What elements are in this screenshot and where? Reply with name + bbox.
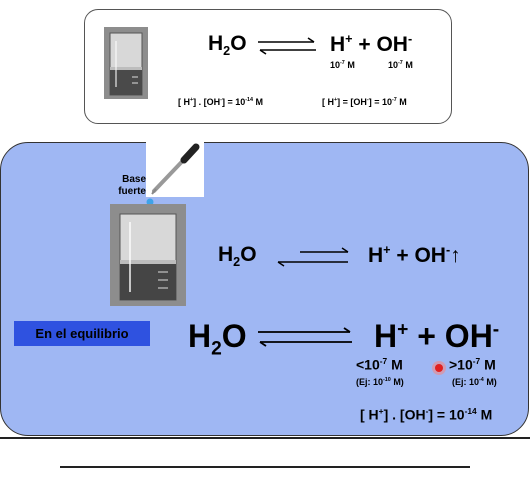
top-h-concentration: 10-7 M: [330, 60, 355, 70]
oh-concentration: >10-7 M: [449, 356, 496, 373]
strong-base-panel: [0, 142, 529, 436]
top-equation-right: H+ + OH-: [330, 32, 412, 57]
bottom-line: [60, 466, 470, 468]
ion-product: [ H+] . [OH-] = 10-14 M: [360, 406, 492, 423]
equilibrium-label: En el equilibrio: [14, 321, 150, 346]
shifted-equilibrium-arrows-icon: [276, 246, 352, 268]
top-ion-product: [ H+] . [OH-] = 10-14 M: [178, 97, 263, 107]
up-arrow-icon: ↑: [450, 244, 461, 267]
beaker-photo-main: [110, 204, 186, 306]
top-oh-concentration: 10-7 M: [388, 60, 413, 70]
strong-base-label: Base fuerte: [112, 174, 146, 198]
h-concentration: <10-7 M: [356, 356, 403, 373]
equilibrium-arrows-large-icon: [256, 326, 354, 348]
highlight-dot-icon: [431, 360, 447, 376]
reaction1-left: H2O: [218, 243, 257, 269]
divider-line: [0, 437, 530, 439]
top-neutral-condition: [ H+] = [OH-] = 10-7 M: [322, 97, 407, 107]
beaker-photo-top: [104, 27, 148, 99]
h-example: (Ej: 10-10 M): [356, 377, 404, 387]
oh-example: (Ej: 10-4 M): [452, 377, 497, 387]
reaction1-right: H+ + OH-↑: [368, 243, 461, 268]
equilibrium-arrows-icon: [256, 36, 318, 56]
top-equation-left: H2O: [208, 32, 247, 58]
reaction2-right: H+ + OH-: [374, 318, 499, 355]
reaction2-left: H2O: [188, 318, 247, 360]
dropper-icon: [146, 141, 204, 197]
